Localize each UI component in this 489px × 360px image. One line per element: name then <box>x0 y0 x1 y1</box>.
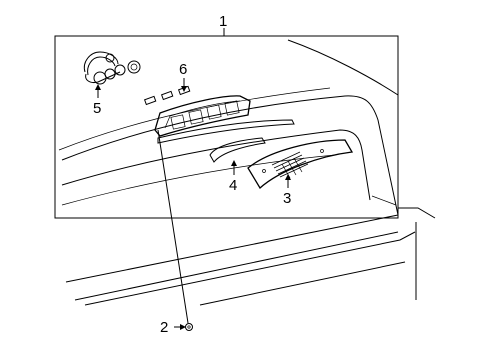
callout-3: 3 <box>283 190 291 207</box>
lamp-housing-part <box>247 139 354 190</box>
detail-box <box>54 28 399 219</box>
lamp-lens-part <box>209 137 266 163</box>
callout-2: 2 <box>160 319 168 336</box>
wiring-harness-part <box>83 51 141 85</box>
callout-4: 4 <box>229 177 237 194</box>
liftgate-panel-outline <box>58 39 436 306</box>
leader-lines <box>95 78 291 330</box>
stop-lamp-assembly <box>154 95 295 144</box>
callout-5: 5 <box>93 100 101 117</box>
callout-1: 1 <box>219 13 227 30</box>
screw-part <box>157 129 193 331</box>
callout-6: 6 <box>179 61 187 78</box>
